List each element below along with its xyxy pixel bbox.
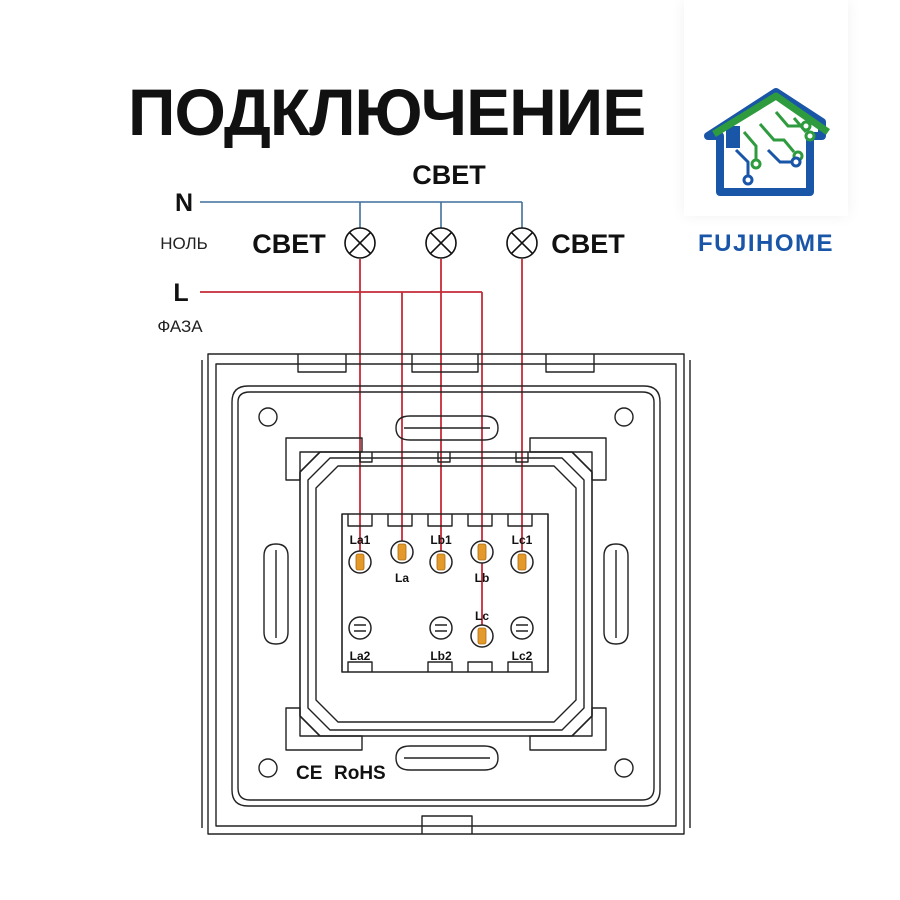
terminal-label-la1: La1 [350,533,371,547]
lamp-icon [344,227,376,259]
terminal-label-lb2: Lb2 [430,649,452,663]
terminal-screw-icon [470,540,494,564]
lamp-label-left: СВЕТ [252,229,326,259]
neutral-letter: N [175,189,193,217]
rohs-mark: RoHS [334,763,386,784]
terminal-screw-icon [390,540,414,564]
phase-letter: L [173,279,188,307]
terminal-screw-icon [510,616,534,640]
lamp-label-top: СВЕТ [412,160,486,190]
terminal-screw-icon [470,624,494,648]
terminal-label-lc1: Lc1 [512,533,533,547]
terminal-screw-icon [429,616,453,640]
lamp-label-right: СВЕТ [551,229,625,259]
brand-name: FUJIHOME [697,230,834,257]
phase-label: ФАЗА [157,317,203,336]
terminal-screw-icon [348,550,372,574]
terminal-label-la: La [395,571,409,585]
lamp-icon [506,227,538,259]
fujihome-logo-icon [704,88,830,196]
neutral-label: НОЛЬ [160,234,208,253]
terminal-screw-icon [348,616,372,640]
ce-mark: CE [296,763,322,784]
switch-frame [201,353,691,835]
terminal-label-lb: Lb [475,571,490,585]
terminal-screw-icon [429,550,453,574]
terminal-label-la2: La2 [350,649,371,663]
terminal-screw-icon [510,550,534,574]
page-title: ПОДКЛЮЧЕНИЕ [128,75,646,149]
neutral-wire [200,201,523,228]
terminal-label-lc: Lc [475,609,489,623]
logo-card [684,0,848,216]
terminal-label-lc2: Lc2 [512,649,533,663]
phase-wire [200,259,523,632]
terminal-label-lb1: Lb1 [430,533,452,547]
lamp-icon [425,227,457,259]
